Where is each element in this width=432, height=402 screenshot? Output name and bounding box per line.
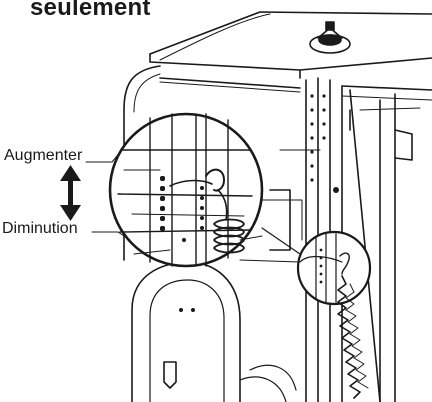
detail-pointer-line [261, 227, 301, 255]
increase-label: Augmenter [4, 147, 83, 164]
label-leader-up [85, 149, 123, 163]
label-leader-down [91, 231, 131, 241]
top-connector [309, 21, 351, 54]
diagram-heading: seulement [30, 0, 151, 21]
spring-detail [296, 230, 372, 399]
stove-body-left [123, 65, 321, 263]
door-panel [131, 261, 297, 402]
rail-holes [310, 94, 339, 193]
stove-top-lid [149, 11, 432, 79]
decrease-label: Diminution [2, 220, 78, 237]
magnifier-circle [108, 112, 264, 268]
double-headed-vertical-arrow-icon [60, 165, 81, 221]
